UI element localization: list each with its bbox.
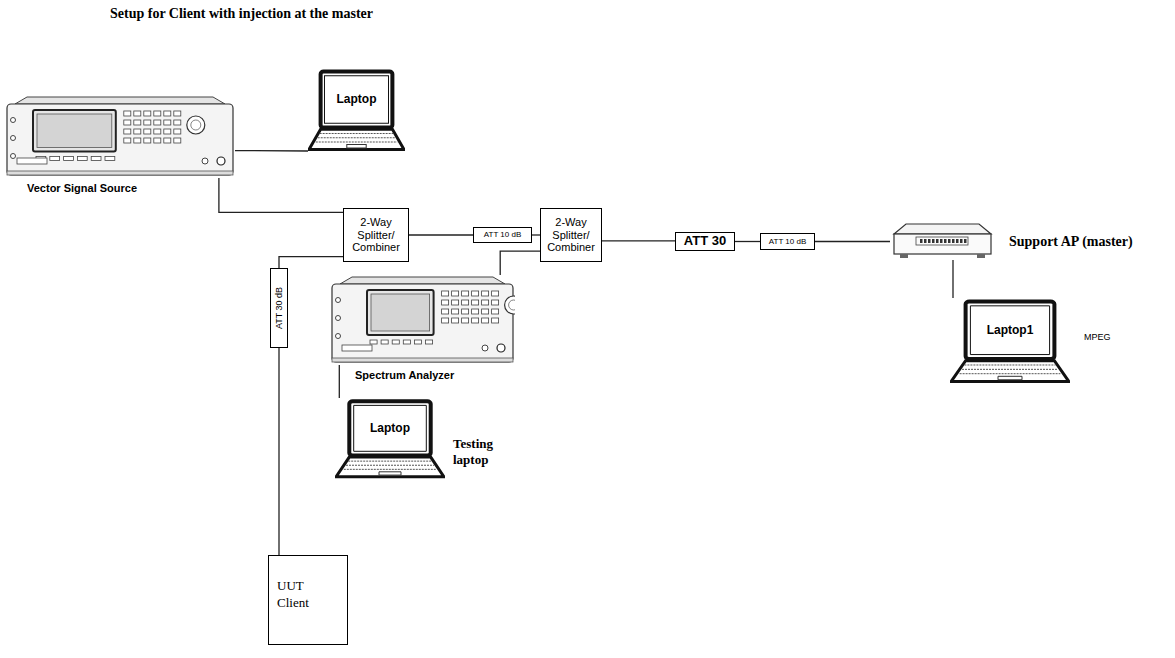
- rf-cable: [952, 260, 953, 298]
- instrument-label: Vector Signal Source: [27, 182, 137, 194]
- rf-cable: [815, 241, 890, 242]
- diagram-title: Setup for Client with injection at the m…: [110, 6, 373, 22]
- laptop-caption: Testing laptop: [453, 436, 511, 469]
- analyzer-icon: [330, 275, 515, 365]
- laptop-caption: MPEG: [1084, 332, 1111, 342]
- client-device: UUT Client: [268, 555, 348, 645]
- laptop-icon: [308, 68, 405, 153]
- access-point: Support AP (master): [890, 222, 995, 260]
- rf-cable: [409, 234, 473, 235]
- attenuator: ATT 10 dB: [760, 233, 815, 250]
- box-label: ATT 10 dB: [482, 230, 524, 239]
- rf-cable: [279, 257, 343, 268]
- rf-cable: [500, 251, 540, 275]
- laptop-label: Laptop1: [970, 306, 1049, 355]
- device-label: Support AP (master): [1009, 234, 1133, 250]
- instrument-label: Spectrum Analyzer: [355, 369, 454, 381]
- box-label: ATT 30: [682, 234, 728, 249]
- attenuator-label: ATT 30 dB: [274, 287, 284, 329]
- rf-cable: [602, 240, 675, 241]
- laptop-icon: [335, 398, 445, 480]
- splitter-combiner: 2-Way Splitter/ Combiner: [343, 208, 409, 262]
- rf-cable: [735, 241, 760, 242]
- box-label: ATT 10 dB: [767, 237, 809, 246]
- box-label: 2-Way Splitter/ Combiner: [344, 216, 408, 254]
- rf-cable: [278, 348, 279, 555]
- signal-generator-icon: [5, 95, 235, 178]
- box-label: 2-Way Splitter/ Combiner: [541, 216, 601, 254]
- splitter-combiner: 2-Way Splitter/ Combiner: [540, 208, 602, 262]
- spectrum-analyzer: Spectrum Analyzer: [330, 275, 515, 365]
- device-label: UUT Client: [277, 578, 332, 612]
- attenuator: ATT 30: [675, 232, 735, 251]
- testing-laptop: LaptopTesting laptop: [335, 398, 445, 480]
- laptop-label: Laptop: [324, 76, 388, 124]
- laptop: Laptop1MPEG: [950, 298, 1070, 385]
- control-laptop: Laptop: [308, 68, 405, 153]
- laptop-label: Laptop: [354, 405, 427, 451]
- rf-cable: [532, 234, 540, 235]
- attenuator: ATT 10 dB: [473, 227, 532, 243]
- router-icon: [890, 222, 995, 260]
- rf-cable: [219, 178, 343, 212]
- rf-cable: [339, 365, 340, 398]
- attenuator: ATT 30 dB: [270, 268, 288, 348]
- vector-signal-source: Vector Signal Source: [5, 95, 235, 178]
- rf-cable: [235, 150, 308, 152]
- laptop-icon: [950, 298, 1070, 385]
